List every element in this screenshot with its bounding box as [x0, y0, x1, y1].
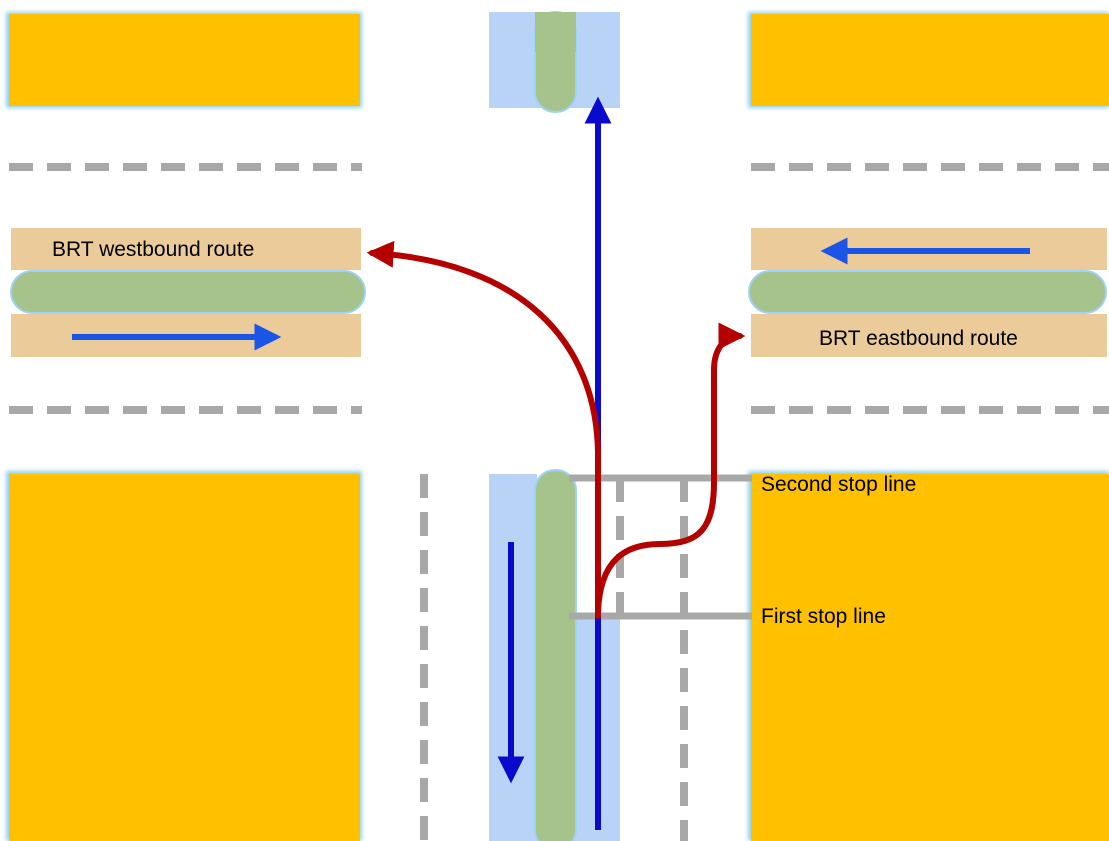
horizontal-lane-markings — [9, 163, 1109, 414]
westbound-route-label: BRT westbound route — [52, 238, 254, 261]
eastbound-lane-right — [751, 314, 1107, 357]
westbound-lane-left — [11, 228, 361, 270]
median-left — [10, 270, 366, 314]
brt-horizontal-lanes — [10, 228, 1107, 357]
labels: BRT westbound route BRT eastbound route … — [52, 238, 1018, 628]
second-stop-line-label: Second stop line — [761, 473, 916, 496]
turning-paths — [366, 240, 746, 619]
median-right — [748, 270, 1107, 314]
left-turn-path — [366, 240, 601, 619]
median-south — [534, 469, 577, 841]
eastbound-route-label: BRT eastbound route — [819, 327, 1018, 350]
city-blocks — [6, 12, 1109, 841]
right-turn-path — [595, 322, 746, 615]
first-stop-line-label: First stop line — [761, 605, 886, 628]
